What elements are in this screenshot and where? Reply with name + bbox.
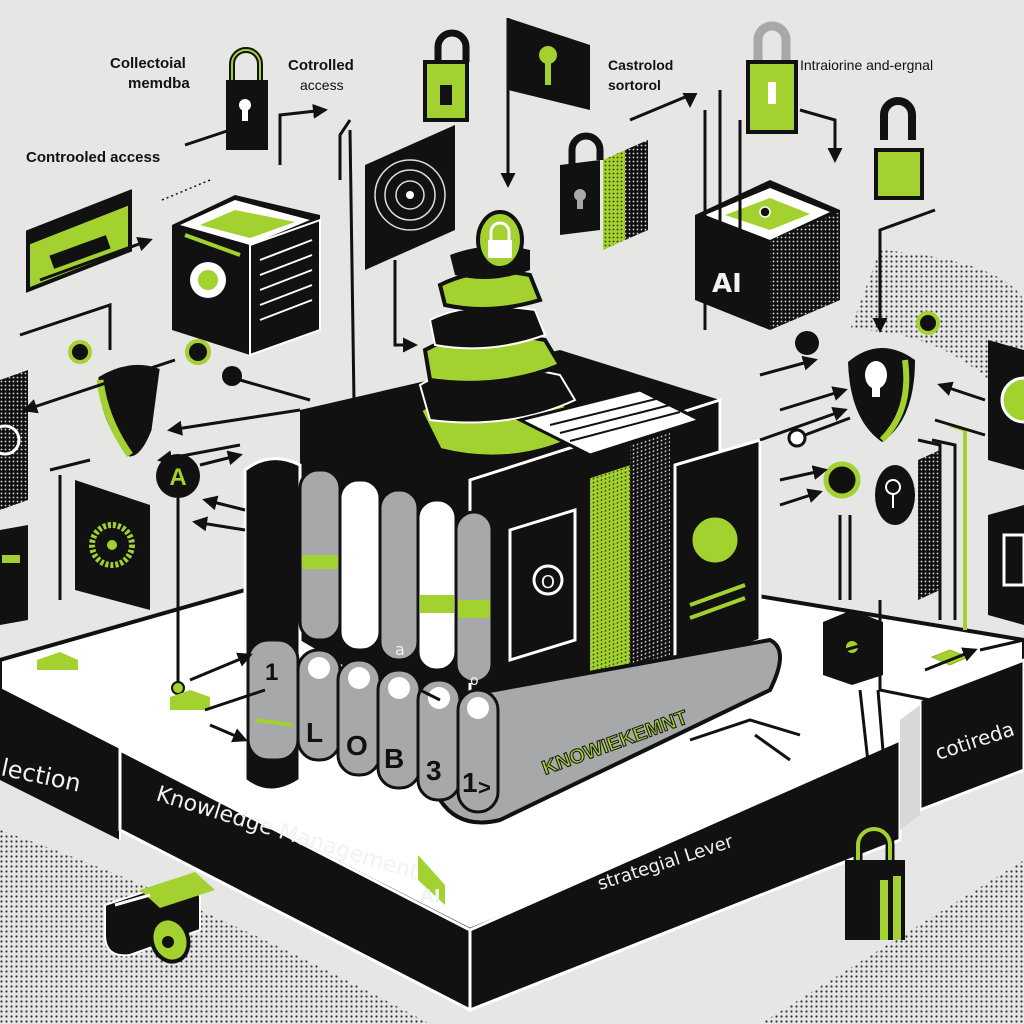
label-intraiorine: Intraiorine and-ergnal <box>800 57 933 73</box>
right-side-elements <box>37 311 1024 710</box>
cylinder-glyph-chevron: > <box>478 775 491 800</box>
server-panel-glyph: O <box>541 572 555 593</box>
label-cotrolled: Cotrolled <box>288 57 354 74</box>
label-memdba: memdba <box>128 75 190 92</box>
cylinder-bottom-row: L O B 3 1 > <box>296 648 500 814</box>
shield-icon-right <box>848 347 915 443</box>
cylinder-glyph-1: 1 <box>265 659 278 686</box>
cylinder-glyph-o: o <box>470 673 479 689</box>
padlock-icon-mid <box>560 132 648 250</box>
padlock-icon-top-left <box>226 47 268 150</box>
cylinder-glyph-B: B <box>384 743 404 774</box>
gear-icon <box>190 262 226 298</box>
browser-window-icon <box>26 189 132 293</box>
label-access: access <box>300 77 344 93</box>
label-ai-badge: AI <box>420 886 441 907</box>
connector-arrows <box>19 90 1024 793</box>
cylinder-glyph-L: L <box>306 717 323 748</box>
label-controoled-access: Controoled access <box>26 149 160 166</box>
cylinder-glyph-a: a <box>395 640 405 659</box>
sunburst-panel-icon <box>75 480 150 610</box>
padlock-icon-top-center <box>423 29 470 122</box>
left-edge-panels <box>0 370 28 625</box>
ai-cube-icon: AI <box>695 180 840 330</box>
cylinder-glyph-O: O <box>346 730 368 761</box>
database-cylinders: 1 a o L O B 3 1 > <box>243 457 500 814</box>
target-disc-icon <box>365 125 455 270</box>
label-collectoial: Collectoial <box>110 55 186 72</box>
gear-cube-icon <box>172 195 321 357</box>
padlock-icon-bottom <box>845 824 905 940</box>
padlock-icon-top-right <box>746 21 798 134</box>
top-labels: Collectoial memdba Cotrolled access Cast… <box>26 55 933 201</box>
battery-icon <box>104 872 215 964</box>
padlock-icon-right <box>874 97 924 200</box>
connector-nodes-left <box>68 339 242 386</box>
stipple-background <box>0 250 1024 1024</box>
label-sortorol: sortorol <box>608 77 661 93</box>
circle-letter: A <box>169 464 186 491</box>
cylinder-glyph-1b: 1 <box>462 767 478 798</box>
shield-icon-left <box>96 364 160 458</box>
cylinder-glyph-3: 3 <box>426 755 442 786</box>
keyhole-panel-icon <box>500 18 590 188</box>
ai-cube-label: AI <box>712 269 742 299</box>
label-castrolod: Castrolod <box>608 57 673 73</box>
book-stack-icon <box>417 210 704 459</box>
